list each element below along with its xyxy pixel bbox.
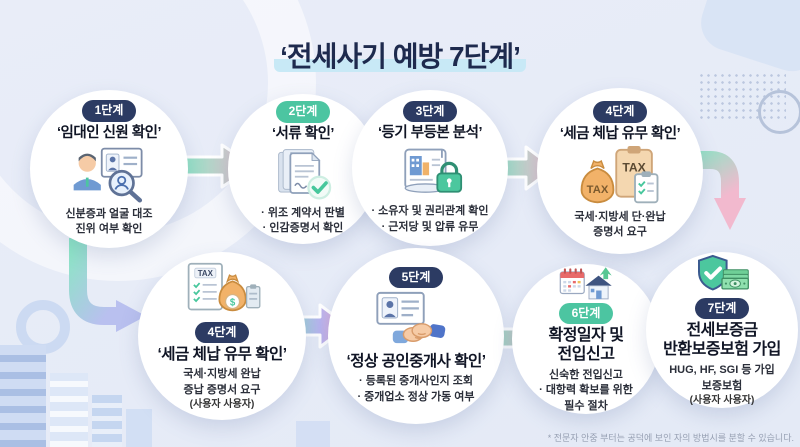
tax-document-bag-icon: TAX $: [187, 262, 261, 311]
desc-line: 보증보험: [701, 379, 743, 392]
step3-title: ‘등기 부등본 분석’: [378, 125, 483, 142]
step7-title-line1: 전세보증금: [686, 322, 758, 340]
step1-circle: 1단계 ‘임대인 신원 확인’ 신분증과 얼굴 대조 진위 여부 확인: [30, 90, 188, 248]
step1-badge: 1단계: [81, 100, 137, 122]
arrow-step4-down-to-step7: [676, 151, 746, 230]
desc-line: · 중개업소 정상 가동 여부: [357, 390, 475, 403]
page-title: ‘전세사기 예방 7단계’: [0, 35, 800, 75]
step4-circle: 4단계 ‘세금 체납 유무 확인’ TAX TAX 국세·지방세 단·완납 증명…: [537, 88, 703, 254]
step3-badge: 3단계: [402, 100, 458, 123]
svg-text:TAX: TAX: [198, 269, 214, 278]
svg-text:$: $: [230, 297, 236, 308]
desc-line: · 위조 계약서 판별: [261, 206, 345, 219]
decor-outline-circle: [758, 90, 800, 134]
desc-line: 신숙한 전입신고: [549, 368, 623, 381]
step5-badge: 5단계: [388, 266, 444, 289]
step4b-title: ‘세금 체납 유무 확인’: [157, 346, 287, 364]
desc-line: · 대항력 확보를 위한: [539, 384, 633, 397]
desc-line: 국세·지방세 단·완납: [574, 210, 666, 223]
step6-title-line2: 전입신고: [557, 345, 615, 363]
tax-bags-icon: TAX TAX: [580, 145, 659, 204]
desc-line: · 등록된 중개사인지 조회: [358, 375, 474, 388]
decor-building: [126, 409, 152, 447]
step6-badge: 6단계: [558, 302, 614, 325]
step5-desc: · 등록된 중개사인지 조회 · 중개업소 정상 가동 여부: [357, 374, 474, 405]
step4b-desc: 국세·지방세 완납 증납 증명서 요구 (사용자 사용자): [183, 367, 261, 412]
license-handshake-icon: [376, 292, 446, 344]
desc-note: (사용자 사용자): [189, 399, 255, 411]
decor-building: [92, 395, 122, 447]
desc-line: · 근저당 및 압류 유무: [381, 220, 479, 233]
calendar-house-icon: [559, 267, 612, 300]
step6-desc: 신숙한 전입신고 · 대항력 확보를 위한 필수 절차: [539, 368, 633, 414]
documents-check-icon: [278, 149, 332, 200]
step7-title: 전세보증금 반환보증보험 가입: [663, 322, 781, 360]
desc-line: 필수 절차: [564, 399, 608, 412]
arrow-step1-down-to-step4b: [69, 238, 146, 332]
step7-desc: HUG, HF, SGI 등 가입 보증보험 (사용자 사용자): [669, 363, 775, 408]
desc-line: 증명서 요구: [593, 226, 647, 239]
step7-title-line2: 반환보증보험 가입: [663, 341, 781, 359]
step6-circle: 6단계 확정일자 및 전입신고 신숙한 전입신고 · 대항력 확보를 위한 필수…: [512, 264, 660, 414]
step5-circle: 5단계 ‘정상 공인중개사 확인’ · 등록된 중개사인지 조회 · 중개업소 …: [328, 248, 504, 424]
step2-title: ‘서류 확인’: [272, 125, 334, 142]
step1-title: ‘임대인 신원 확인’: [57, 124, 162, 141]
desc-line: HUG, HF, SGI 등 가입: [669, 364, 775, 377]
step7-badge: 7단계: [694, 298, 750, 320]
decor-building: [50, 373, 88, 447]
step4-badge: 4단계: [592, 101, 648, 123]
svg-text:TAX: TAX: [622, 160, 646, 174]
desc-line: · 인감증명서 확인: [262, 222, 344, 235]
step1-desc: 신분증과 얼굴 대조 진위 여부 확인: [65, 207, 152, 238]
desc-line: 진위 여부 확인: [75, 223, 143, 236]
footnote: * 전문자 안중 부터는 공덕에 보인 자의 방법시를 분할 수 있습니다.: [547, 433, 794, 443]
svg-text:TAX: TAX: [587, 184, 609, 196]
shield-money-icon: [698, 254, 749, 291]
step7-circle: 7단계 전세보증금 반환보증보험 가입 HUG, HF, SGI 등 가입 보증…: [646, 252, 798, 408]
step4-desc: 국세·지방세 단·완납 증명서 요구: [574, 210, 665, 241]
person-id-magnifier-icon: [73, 147, 143, 203]
decor-building: [0, 345, 46, 447]
page-title-text: ‘전세사기 예방 7단계’: [274, 40, 526, 72]
step4-title: ‘세금 체납 유무 확인’: [559, 125, 681, 142]
desc-line: · 소유자 및 권리관계 확인: [371, 205, 489, 218]
desc-line: 신분증과 얼굴 대조: [65, 207, 153, 220]
step3-circle: 3단계 ‘등기 부등본 분석’ · 소유자 및 권리관계 확인 · 근저당 및 …: [352, 90, 508, 246]
step3-desc: · 소유자 및 권리관계 확인 · 근저당 및 압류 유무: [371, 204, 488, 235]
desc-note: (사용자 사용자): [689, 395, 755, 406]
step2-circle: 2단계 ‘서류 확인’ · 위조 계약서 판별 · 인감증명서 확인: [228, 94, 378, 244]
step4b-badge: 4단계: [194, 321, 250, 344]
step6-title-line1: 확정일자 및: [548, 327, 624, 345]
step2-badge: 2단계: [275, 101, 331, 123]
desc-line: 국세·지방세 완납: [183, 368, 261, 381]
decor-building: [296, 421, 330, 447]
step4b-circle: TAX $ 4단계 ‘세금 체납 유무 확인’ 국세·지방세 완납 증납 증명서…: [138, 252, 306, 420]
step2-desc: · 위조 계약서 판별 · 인감증명서 확인: [261, 206, 345, 237]
deed-lock-icon: [404, 149, 463, 194]
step5-title: ‘정상 공인중개사 확인’: [346, 353, 486, 371]
desc-line: 증납 증명서 요구: [183, 383, 261, 396]
step6-title: 확정일자 및 전입신고: [548, 327, 624, 365]
